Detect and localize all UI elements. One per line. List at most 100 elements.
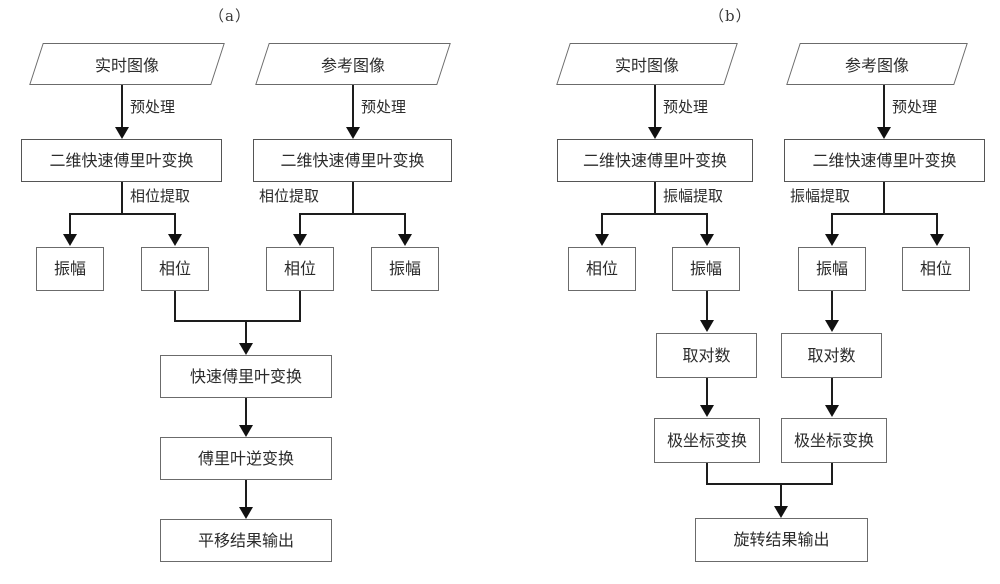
arrow-head-icon <box>346 127 360 139</box>
panel-a-title: （a） <box>209 7 251 25</box>
panel-b-node-log-left: 取对数 <box>656 333 757 378</box>
panel-b-title: （b） <box>709 7 752 25</box>
panel-b-edge-log-to-polar-left <box>706 378 708 410</box>
panel-a-split-bar-right <box>299 213 405 215</box>
panel-b-split-drop-right-2 <box>936 213 938 236</box>
panel-b-edge-amplitude-to-log-left <box>706 291 708 323</box>
arrow-head-icon <box>239 425 253 437</box>
panel-b-input-reference-image: 参考图像 <box>786 43 968 85</box>
panel-a-node-fft: 快速傅里叶变换 <box>160 355 332 398</box>
panel-a-split-drop-left-2 <box>174 213 176 236</box>
node-label: 相位 <box>283 259 316 278</box>
panel-b-split-bar-right <box>831 213 937 215</box>
panel-a-label-extract-right: 相位提取 <box>259 187 320 205</box>
arrow-head-icon <box>398 234 412 246</box>
node-label: 平移结果输出 <box>197 530 294 550</box>
panel-a-node-amplitude-right: 振幅 <box>371 247 439 291</box>
panel-a-edge-preprocess-left <box>121 85 123 129</box>
panel-b-merge-drop-right <box>831 463 833 485</box>
panel-b-split-drop-left-2 <box>706 213 708 236</box>
panel-b-edge-amplitude-to-log-right <box>831 291 833 323</box>
node-label: 傅里叶逆变换 <box>197 448 294 468</box>
panel-a-node-phase-left: 相位 <box>141 247 209 291</box>
panel-a-edge-fft-to-ifft <box>245 398 247 430</box>
arrow-head-icon <box>168 234 182 246</box>
node-label: 实时图像 <box>614 56 679 75</box>
node-label: 相位 <box>158 259 191 278</box>
node-label: 参考图像 <box>320 56 385 75</box>
panel-a-split-drop-right-2 <box>404 213 406 236</box>
panel-a-input-reference-image: 参考图像 <box>255 43 451 85</box>
node-label: 相位 <box>919 259 952 278</box>
panel-a-label-preprocess-right: 预处理 <box>361 98 407 116</box>
panel-b-split-bar-left <box>601 213 707 215</box>
panel-b-node-polar-right: 极坐标变换 <box>781 418 887 463</box>
node-label: 相位 <box>585 259 618 278</box>
arrow-head-icon <box>239 507 253 519</box>
panel-b-node-2d-fft-left: 二维快速傅里叶变换 <box>557 139 753 182</box>
panel-a-label-preprocess-left: 预处理 <box>130 98 176 116</box>
panel-a-merge-stem <box>245 320 247 351</box>
node-label: 振幅 <box>53 259 86 278</box>
panel-b-node-phase-left: 相位 <box>568 247 636 291</box>
panel-b-edge-preprocess-left <box>654 85 656 129</box>
panel-a-node-ifft: 傅里叶逆变换 <box>160 437 332 480</box>
node-label: 取对数 <box>682 345 731 365</box>
panel-b-split-drop-left-1 <box>601 213 603 236</box>
panel-a-node-amplitude-left: 振幅 <box>36 247 104 291</box>
panel-a-merge-bar <box>174 320 301 322</box>
arrow-head-icon <box>825 405 839 417</box>
arrow-head-icon <box>115 127 129 139</box>
panel-a-split-stem-right <box>352 182 354 215</box>
arrow-head-icon <box>930 234 944 246</box>
node-label: 极坐标变换 <box>666 430 747 450</box>
panel-b-merge-drop-left <box>706 463 708 485</box>
node-label: 快速傅里叶变换 <box>189 366 302 386</box>
arrow-head-icon <box>877 127 891 139</box>
arrow-head-icon <box>700 320 714 332</box>
panel-b-merge-bar <box>706 483 833 485</box>
panel-b-node-amplitude-left: 振幅 <box>672 247 740 291</box>
panel-a-input-live-image: 实时图像 <box>29 43 225 85</box>
panel-b-node-phase-right: 相位 <box>902 247 970 291</box>
node-label: 振幅 <box>388 259 421 278</box>
node-label: 参考图像 <box>844 56 909 75</box>
arrow-head-icon <box>700 234 714 246</box>
arrow-head-icon <box>648 127 662 139</box>
panel-b-label-extract-right: 振幅提取 <box>790 187 851 205</box>
arrow-head-icon <box>293 234 307 246</box>
panel-a-split-bar-left <box>69 213 175 215</box>
arrow-head-icon <box>595 234 609 246</box>
panel-a-split-drop-left-1 <box>69 213 71 236</box>
node-label: 二维快速傅里叶变换 <box>582 150 727 170</box>
panel-a-node-phase-right: 相位 <box>266 247 334 291</box>
arrow-head-icon <box>239 343 253 355</box>
panel-a-merge-drop-left <box>174 291 176 322</box>
panel-b-node-rotation-output: 旋转结果输出 <box>695 518 868 562</box>
panel-b-label-extract-left: 振幅提取 <box>663 187 724 205</box>
panel-b-split-stem-left <box>654 182 656 215</box>
panel-a-node-translation-output: 平移结果输出 <box>160 519 332 562</box>
node-label: 二维快速傅里叶变换 <box>49 150 194 170</box>
panel-b-edge-log-to-polar-right <box>831 378 833 410</box>
arrow-head-icon <box>774 506 788 518</box>
panel-b-input-live-image: 实时图像 <box>556 43 738 85</box>
arrow-head-icon <box>700 405 714 417</box>
panel-b-node-amplitude-right: 振幅 <box>798 247 866 291</box>
node-label: 极坐标变换 <box>793 430 874 450</box>
panel-b-node-log-right: 取对数 <box>781 333 882 378</box>
panel-a-edge-ifft-to-output <box>245 480 247 512</box>
node-label: 实时图像 <box>94 56 159 75</box>
panel-a-node-2d-fft-left: 二维快速傅里叶变换 <box>21 139 222 182</box>
node-label: 取对数 <box>807 345 856 365</box>
panel-b-label-preprocess-left: 预处理 <box>663 98 709 116</box>
arrow-head-icon <box>825 234 839 246</box>
panel-b-node-2d-fft-right: 二维快速傅里叶变换 <box>784 139 985 182</box>
panel-a-split-drop-right-1 <box>299 213 301 236</box>
node-label: 二维快速傅里叶变换 <box>812 150 957 170</box>
arrow-head-icon <box>63 234 77 246</box>
node-label: 振幅 <box>815 259 848 278</box>
panel-a-split-stem-left <box>121 182 123 215</box>
panel-a-merge-drop-right <box>299 291 301 322</box>
